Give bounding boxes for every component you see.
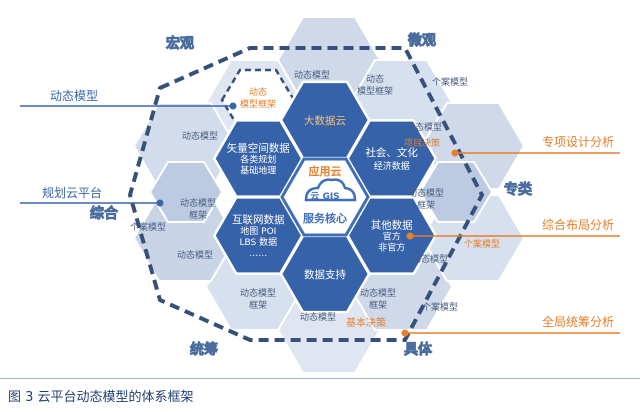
caption-divider xyxy=(0,378,640,379)
ring-hex-label: 大数据云 xyxy=(304,114,346,127)
ring-hex-label: 互联网数据 xyxy=(232,213,285,226)
outer-label: 框架 xyxy=(189,209,207,221)
outer-label: 框架 xyxy=(417,199,435,211)
outer-label: 动态模型 xyxy=(408,187,444,199)
service-core-label: 服务核心 xyxy=(303,211,347,225)
outer-labels: 动态模型 动态 模型框架 个案模型 动态模型 动态 模型框架 动态模型 项目决策… xyxy=(130,69,500,329)
ring-hex-label: 地图 POI xyxy=(240,225,276,237)
ring-hex xyxy=(212,119,304,198)
outer-label: 动态模型 xyxy=(294,69,330,81)
dim-macro: 宏观 xyxy=(166,35,194,52)
core-hex xyxy=(280,157,370,237)
callouts: 动态模型 规划云平台 专项设计分析 综合布局分析 全局统筹分析 xyxy=(20,89,620,337)
outer-label: 动态模型 xyxy=(240,287,276,299)
outer-label: 模型框架 xyxy=(240,98,276,110)
ring-hex-label: …… xyxy=(249,249,267,259)
outer-label: 个案模型 xyxy=(464,238,500,250)
outer-label: 个案模型 xyxy=(422,301,458,313)
dim-micro: 微观 xyxy=(407,32,436,49)
callout-right-1: 专项设计分析 xyxy=(542,134,614,149)
outer-label: 动态模型 xyxy=(406,121,442,133)
callout-dot xyxy=(156,199,164,207)
callout-right-2: 综合布局分析 xyxy=(542,217,614,232)
outer-label: 个案模型 xyxy=(130,221,166,233)
outer-label: 动态模型 xyxy=(177,249,213,261)
ring-hex-label: 非官方 xyxy=(378,242,405,254)
outer-label: 动态 xyxy=(366,73,384,85)
outer-label: 框架 xyxy=(249,299,267,311)
callout-left-top: 动态模型 xyxy=(50,89,98,103)
outer-hex xyxy=(148,161,224,223)
ring-hex-label: 官方 xyxy=(383,231,401,243)
ring-hex-label: 各类规划 xyxy=(240,154,276,166)
core-group: 应用云 云 GIS 服务核心 xyxy=(280,157,370,237)
ring-hex-label: 其他数据 xyxy=(371,219,413,232)
ring-hex-label: 数据支持 xyxy=(304,268,346,281)
callout-right-3: 全局统筹分析 xyxy=(542,314,614,329)
outer-label: 模型框架 xyxy=(357,85,393,97)
outer-label: 动态模型 xyxy=(412,253,448,265)
outer-label: 项目决策 xyxy=(404,137,440,149)
ring-hex-label: 经济数据 xyxy=(374,160,410,172)
outer-label: 动态模型 xyxy=(360,287,396,299)
callout-dot xyxy=(406,232,414,240)
outer-label: 个案模型 xyxy=(432,76,468,88)
outer-label: 基本决策 xyxy=(346,316,386,329)
cloud-icon xyxy=(304,178,357,202)
figure-caption: 图 3 云平台动态模型的体系框架 xyxy=(8,390,194,405)
outer-label: 动态模型 xyxy=(300,311,336,323)
outer-frame xyxy=(127,46,485,342)
callout-dot xyxy=(451,149,459,157)
callout-dot xyxy=(229,102,237,110)
callout-left-mid: 规划云平台 xyxy=(42,185,102,200)
cloud-gis-badge: 云 GIS xyxy=(310,191,339,202)
app-cloud-label: 应用云 xyxy=(309,164,342,178)
ring-hex-label: 基础地理 xyxy=(240,165,276,177)
ring-hex-label: 矢量空间数据 xyxy=(227,142,290,155)
dim-comprehensive: 综合 xyxy=(90,205,119,222)
dimension-labels: 宏观 微观 专类 综合 统筹 具体 xyxy=(90,32,534,359)
ring-hex-label: LBS 数据 xyxy=(239,236,277,248)
outer-label: 动态 xyxy=(249,86,267,98)
dim-overall: 统筹 xyxy=(190,341,218,358)
outer-label: 框架 xyxy=(369,299,387,311)
outer-label: 动态模型 xyxy=(180,197,216,209)
callout-dot xyxy=(401,329,409,337)
dim-specialized: 专类 xyxy=(504,181,533,198)
dim-specific: 具体 xyxy=(403,341,433,358)
outer-label: 动态模型 xyxy=(182,130,218,142)
ring-hex-label: 社会、文化 xyxy=(365,146,418,159)
